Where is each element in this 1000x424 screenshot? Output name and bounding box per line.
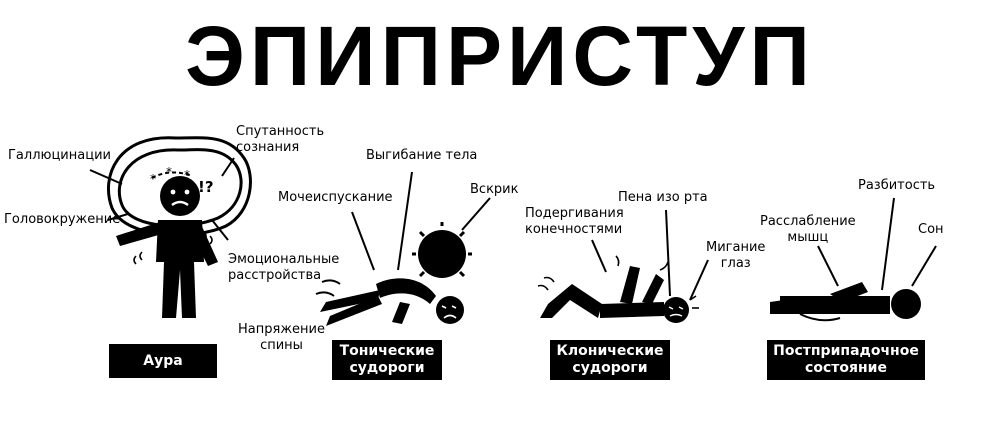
label-relaxation: Расслабление мышц bbox=[760, 214, 856, 245]
svg-text:*: * bbox=[184, 168, 190, 182]
label-arching: Выгибание тела bbox=[366, 148, 478, 163]
aura-figure: * * * !? bbox=[89, 136, 252, 318]
svg-text:*: * bbox=[166, 165, 172, 179]
label-incontinence: Мочеиспускание bbox=[278, 190, 393, 205]
label-scream: Вскрик bbox=[470, 182, 519, 197]
label-sleep: Сон bbox=[918, 222, 944, 237]
label-emotional: Эмоциональные расстройства bbox=[228, 252, 340, 283]
label-fatigue: Разбитость bbox=[858, 178, 936, 193]
clonic-figure bbox=[537, 209, 709, 323]
label-back-tension: Напряжение спины bbox=[238, 322, 325, 353]
stage-tonic: Тонические судороги bbox=[332, 340, 442, 380]
label-twitching: Подергивания конечностями bbox=[525, 206, 624, 237]
stage-postictal: Постприпадочное состояние bbox=[767, 340, 925, 380]
label-foam: Пена изо рта bbox=[618, 190, 708, 205]
stage-clonic: Клонические судороги bbox=[550, 340, 670, 380]
aura-marks: !? bbox=[198, 178, 214, 196]
label-blinking: Мигание глаз bbox=[706, 240, 766, 271]
page-title: ЭПИПРИСТУП bbox=[185, 9, 815, 103]
label-hallucinations: Галлюцинации bbox=[8, 148, 111, 163]
svg-text:*: * bbox=[150, 172, 156, 186]
stage-aura: Аура bbox=[109, 344, 217, 378]
tonic-figure bbox=[315, 171, 491, 326]
label-dizziness: Головокружение bbox=[4, 212, 121, 227]
postictal-figure bbox=[770, 197, 937, 322]
label-confusion: Спутанность сознания bbox=[236, 124, 325, 155]
